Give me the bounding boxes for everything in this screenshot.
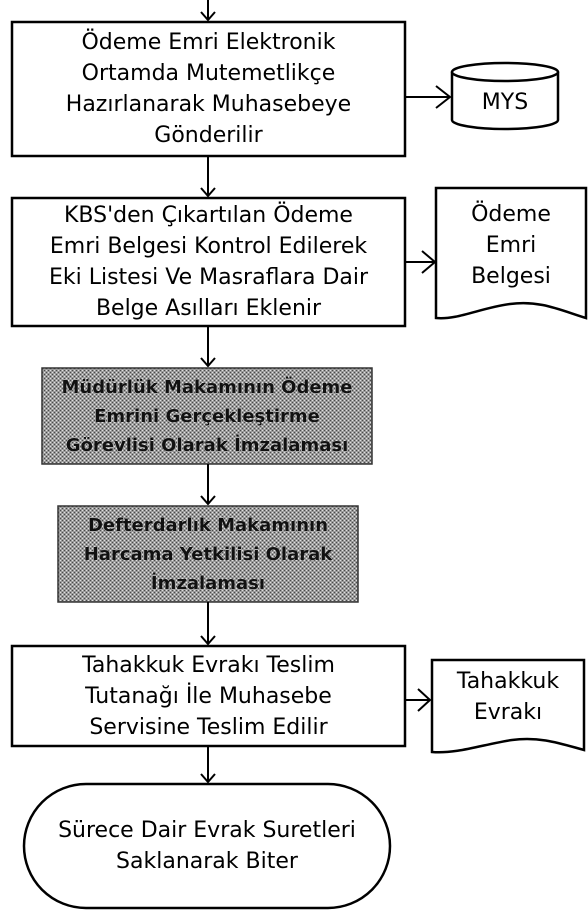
step-3-box [41, 367, 373, 465]
step-3-label: Müdürlük Makamının Ödeme Emrini Gerçekle… [61, 376, 353, 456]
arrow-step-1-to-2 [200, 156, 216, 198]
step-4-label: Defterdarlık Makamının Harcama Yetkilisi… [83, 514, 333, 594]
odeme-emri-belgesi-label: Ödeme Emri Belgesi [471, 201, 551, 289]
arrow-step-2-to-document [405, 250, 437, 274]
arrow-step-4-to-5 [200, 602, 216, 646]
mys-database-label: MYS [481, 89, 529, 115]
arrow-step-1-to-mys [405, 85, 452, 109]
arrow-step-5-to-6 [200, 746, 216, 784]
step-5-box [10, 644, 407, 748]
end-terminator-label: Sürece Dair Evrak Suretleri Saklanarak B… [58, 818, 356, 874]
step-5-label: Tahakkuk Evrakı Teslim Tutanağı İle Muha… [82, 652, 335, 740]
arrow-step-2-to-3 [200, 326, 216, 368]
tahakkuk-evraki-document-shape [430, 658, 586, 754]
mys-database-shape [450, 61, 560, 131]
step-2-label: KBS'den Çıkartılan Ödeme Emri Belgesi Ko… [48, 203, 369, 321]
step-1-label: Ödeme Emri Elektronik Ortamda Mutemetlik… [65, 30, 352, 148]
tahakkuk-evraki-label: Tahakkuk Evrakı [456, 669, 560, 725]
step-1-box [10, 20, 407, 158]
odeme-emri-belgesi-document-shape [434, 186, 588, 320]
step-4-box [57, 505, 359, 603]
arrow-step-3-to-4 [200, 464, 216, 506]
end-terminator-shape [22, 782, 392, 910]
arrow-into-step-1 [200, 0, 216, 22]
arrow-step-5-to-document [405, 688, 432, 712]
